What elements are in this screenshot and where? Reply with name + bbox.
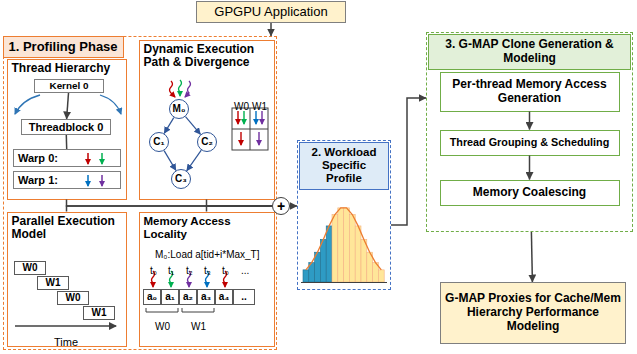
box-label: GPGPU Application [214,5,327,20]
box-label: a₃ [201,291,211,303]
annotation: Time [54,336,78,348]
array-cell: a₃ [197,289,215,305]
annotation-wrap: W1 [252,96,267,114]
box-label: a₀ [147,291,157,303]
process-box: Memory Coalescing [440,180,620,206]
annotation: W0 [234,101,249,112]
annotation-wrap: ... [241,260,249,278]
annotation: W1 [191,321,206,332]
box-heading: 2. Workload Specific Profile [305,146,383,186]
phase-region: 2. Workload Specific Profile [297,140,391,290]
annotation-wrap: t₃ [204,260,211,278]
annotation: ... [241,265,249,276]
box-label: a₂ [183,291,193,303]
box-label: W0 [66,292,81,304]
path-node: C₁ [149,132,169,152]
annotation: t₁ [168,265,174,276]
box-label: a₄ [219,291,229,303]
array-cell: .. [233,289,255,305]
annotation-wrap: M₀:Load a[tid+i*Max_T] [155,244,259,262]
annotation: t₀ [150,265,157,276]
profile-box: Thread HierarchyKernel 0 Threadblock 0 War… [7,59,127,200]
phase-header: 1. Profiling Phase [3,36,124,59]
box-label: W1 [92,307,107,319]
annotation: t₃ [204,265,211,276]
connector [270,23,272,36]
phase-header: 2. Workload Specific Profile [299,142,389,190]
box-label: G-MAP Proxies for Cache/Mem Hierarchy Pe… [444,292,622,333]
warp-slot: W0 [14,261,46,275]
annotation: t₀ [222,265,229,276]
profile-box: Dynamic Execution Path & DivergenceM₀ C₁ C… [139,40,275,200]
box-label: Warp 0: [18,152,58,164]
box-label: C₁ [153,137,164,147]
annotation-wrap: t₁ [168,260,174,278]
box-heading: Memory Access Locality [144,215,270,241]
path-node: C₃ [171,169,191,189]
connector [67,200,273,207]
annotation-wrap: W0 [155,316,170,334]
annotation-wrap: Time [54,332,78,350]
annotation-wrap: W1 [191,316,206,334]
profile-box: Parallel Execution ModelW0W1W0W1 [7,212,127,347]
box-label: a₁ [165,291,175,303]
process-box: Per-thread Memory Access Generation [440,72,620,112]
box-label: W1 [46,277,61,289]
box-label: Memory Coalescing [473,186,586,200]
box-heading: Dynamic Execution Path & Divergence [144,43,270,71]
warp-slot: W0 [57,291,89,305]
annotation: M₀:Load a[tid+i*Max_T] [155,249,259,260]
annotation-wrap: W0 [234,96,249,114]
box-label: W0 [23,262,38,274]
annotation: W0 [155,321,170,332]
connector [391,98,426,225]
box-label: + [277,199,285,213]
annotation: W1 [252,101,267,112]
hierarchy-box: Kernel 0 [34,79,104,93]
connector [207,200,273,207]
hierarchy-box: Threadblock 0 [21,119,111,135]
process-box: Thread Grouping & Scheduling [440,130,620,156]
annotation-wrap: t₂ [186,260,193,278]
array-cell: a₀ [143,289,161,305]
box-label: Warp 1: [18,174,58,186]
phase-region: 1. Profiling PhaseThread HierarchyKernel… [3,36,277,350]
array-cell: a₁ [161,289,179,305]
hierarchy-box: Warp 1: [13,171,121,189]
phase-header: 3. G-MAP Clone Generation & Modeling [428,34,631,70]
path-node: M₀ [169,99,189,119]
warp-slot: W1 [37,276,69,290]
box-label: Thread Grouping & Scheduling [450,136,610,148]
box-label: Kernel 0 [50,80,89,91]
output-box: G-MAP Proxies for Cache/Mem Hierarchy Pe… [440,282,626,344]
hierarchy-box: Warp 0: [13,149,121,167]
phase-region: 3. G-MAP Clone Generation & ModelingPer-… [426,32,633,232]
box-heading: Thread Hierarchy [12,62,122,76]
annotation: t₂ [186,265,193,276]
annotation-wrap: t₀ [222,260,229,278]
array-cell: a₄ [215,289,233,305]
input-box: GPGPU Application [196,1,346,23]
annotation-wrap: t₀ [150,260,157,278]
connector [290,205,297,207]
box-label: Threadblock 0 [29,121,104,134]
connector [531,232,532,282]
warp-slot: W1 [83,306,115,320]
box-label: C₂ [201,137,213,147]
box-label: Per-thread Memory Access Generation [444,78,616,106]
box-label: M₀ [173,104,186,114]
box-label: .. [241,291,247,303]
array-cell: a₂ [179,289,197,305]
box-heading: 1. Profiling Phase [9,40,118,55]
merge-circle: + [272,197,290,215]
box-heading: 3. G-MAP Clone Generation & Modeling [434,38,625,66]
box-label: C₃ [175,174,187,184]
box-heading: Parallel Execution Model [12,215,122,243]
path-node: C₂ [197,132,217,152]
